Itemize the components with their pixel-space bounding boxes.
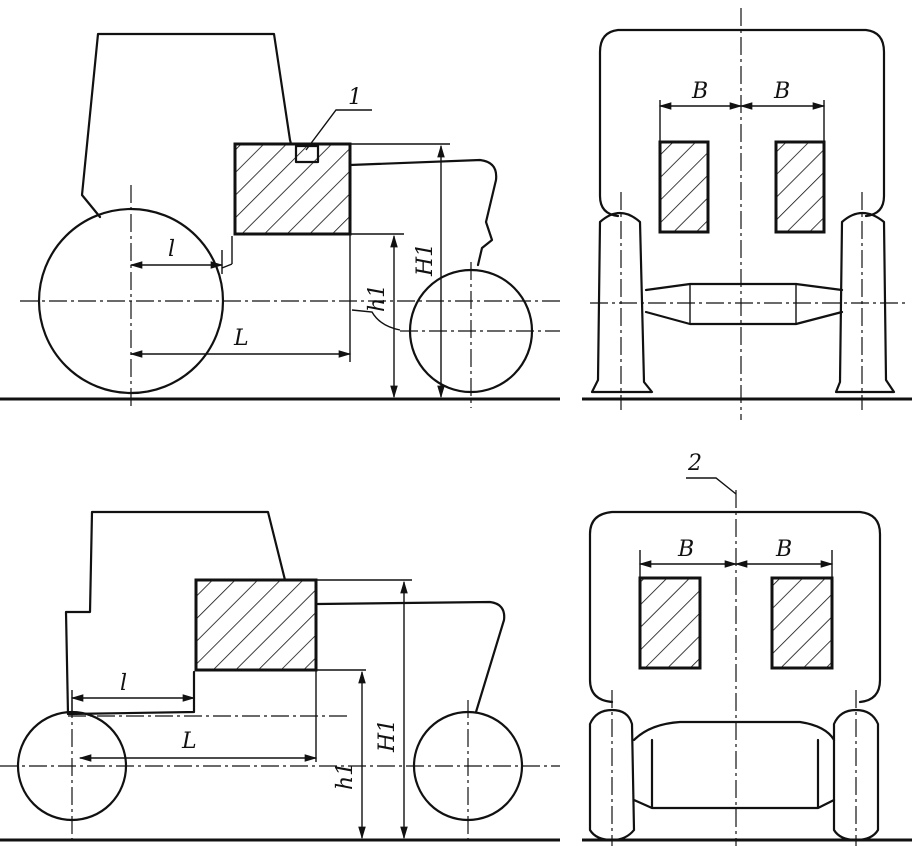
leader-2 <box>686 477 737 495</box>
label-B-right: B <box>775 537 792 562</box>
rear-view-top: B B <box>582 8 912 420</box>
hood-outline <box>316 600 506 714</box>
callout-1: 1 <box>348 85 362 110</box>
cargo-box-left <box>658 140 710 234</box>
cargo-box <box>233 142 352 236</box>
right-rear-wheel <box>832 708 880 842</box>
leader-1 <box>305 109 372 151</box>
cabin-outline <box>64 510 292 716</box>
side-view-bottom: l L h1 H1 <box>0 510 560 842</box>
left-rear-wheel <box>590 211 654 394</box>
side-view-top: 1 l L h1 H1 <box>0 32 560 408</box>
label-L: L <box>181 729 197 754</box>
hood-outline <box>348 158 498 267</box>
label-B-right: B <box>773 79 790 104</box>
rear-view-bottom: B B 2 <box>582 451 912 846</box>
label-h1: h1 <box>365 284 390 312</box>
frame-lines <box>221 236 401 331</box>
right-rear-wheel <box>834 211 896 394</box>
left-rear-wheel <box>588 708 636 842</box>
label-B-left: B <box>691 79 708 104</box>
cargo-box-right <box>774 140 826 234</box>
cargo-box-right <box>770 576 834 670</box>
cargo-box <box>194 578 318 672</box>
label-H1: H1 <box>375 719 400 753</box>
label-L: L <box>233 326 249 351</box>
label-l: l <box>168 237 175 262</box>
label-H1: H1 <box>413 243 438 277</box>
label-l: l <box>120 671 127 696</box>
cabin-rear-outline <box>588 510 882 704</box>
label-B-left: B <box>677 537 694 562</box>
box-notch <box>294 144 320 164</box>
cargo-box-left <box>638 576 702 670</box>
callout-2: 2 <box>687 451 702 476</box>
cabin-rear-outline <box>598 28 886 218</box>
axle-housing <box>644 282 844 326</box>
frame-outline <box>66 670 196 716</box>
label-h1: h1 <box>333 762 358 790</box>
axle-housing <box>632 720 836 810</box>
